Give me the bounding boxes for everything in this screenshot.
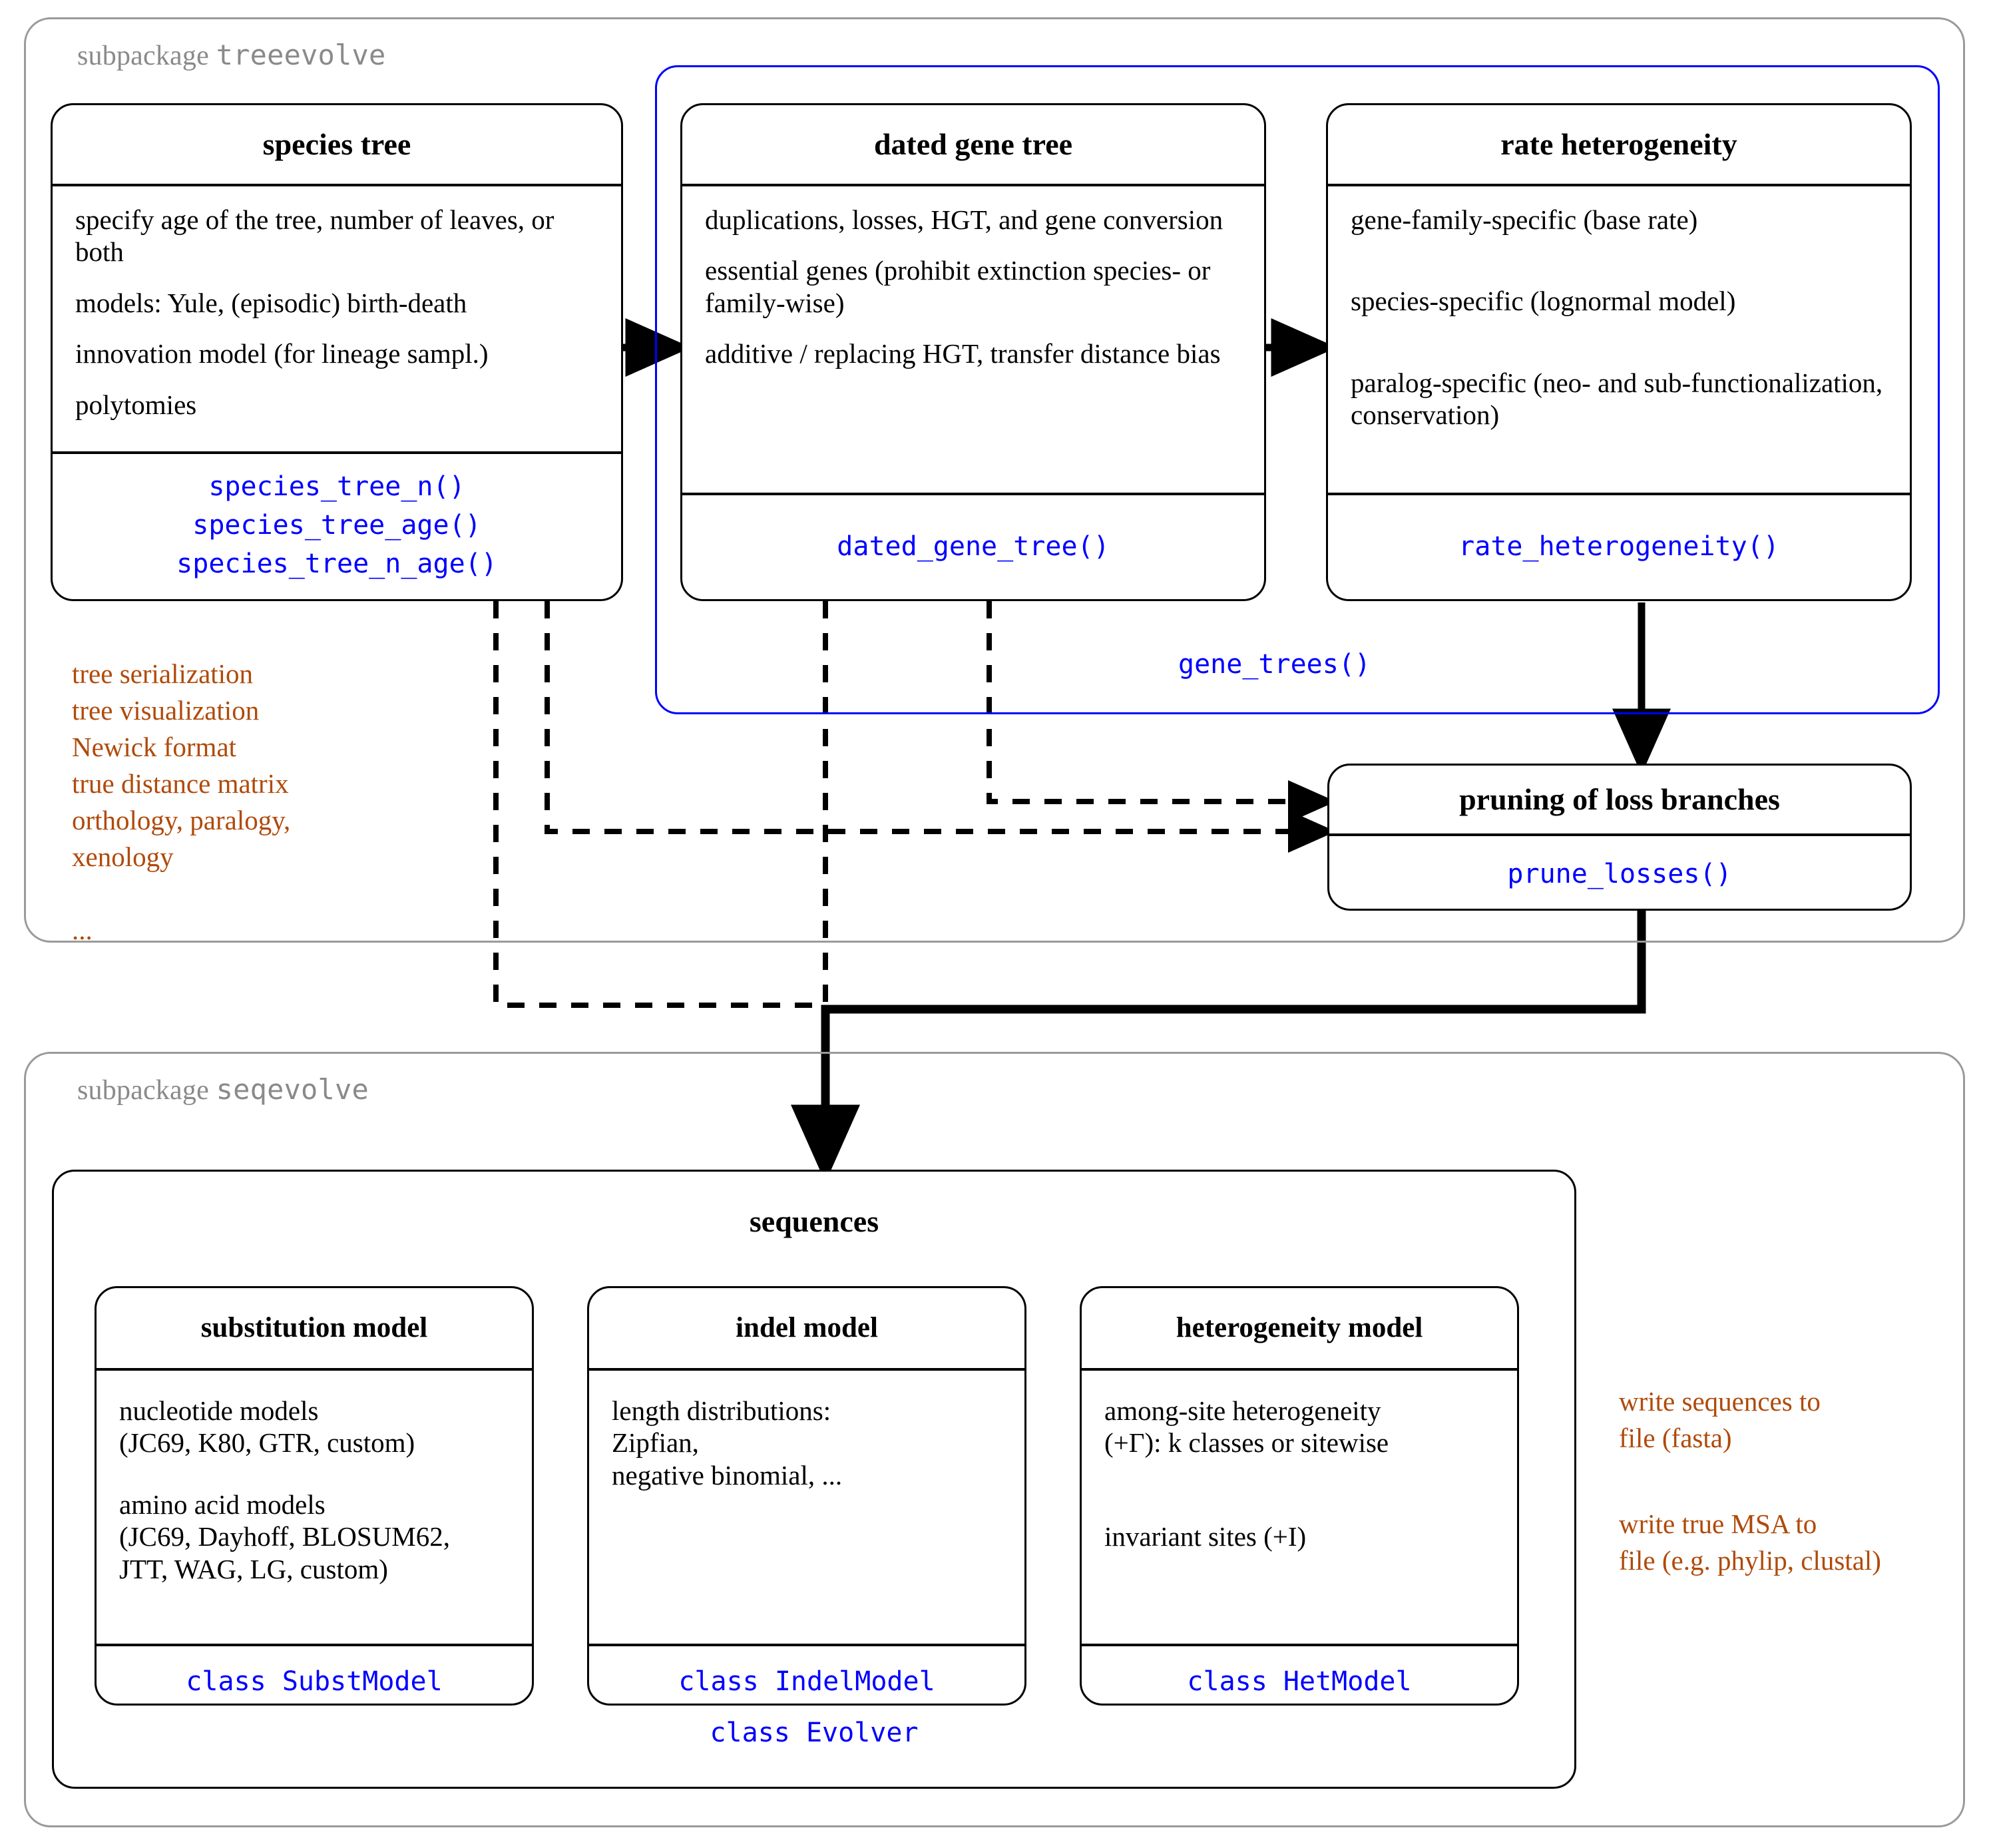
class-box-indel-model[interactable]: indel model length distributions: Zipfia… xyxy=(587,1286,1026,1706)
sequences-title: sequences xyxy=(749,1204,879,1238)
attribute-item: essential genes (prohibit extinction spe… xyxy=(705,255,1211,318)
class-box-substitution-model[interactable]: substitution model nucleotide models (JC… xyxy=(95,1286,534,1706)
heterogeneity-model-class[interactable]: class HetModel xyxy=(1187,1666,1412,1697)
attribute-item: additive / replacing HGT, transfer dista… xyxy=(705,338,1221,369)
attribute-item: models: Yule, (episodic) birth-death xyxy=(75,287,467,318)
attribute-item: length distributions: Zipfian, negative … xyxy=(612,1395,843,1491)
pruning-methods: prune_losses() xyxy=(1329,836,1910,893)
attribute-item: among-site heterogeneity (+Γ): k classes… xyxy=(1104,1395,1389,1459)
indel-model-divider-2 xyxy=(589,1644,1024,1646)
heterogeneity-model-attributes: among-site heterogeneity (+Γ): k classes… xyxy=(1082,1371,1517,1644)
rate-heterogeneity-divider-1 xyxy=(1328,184,1910,186)
class-box-dated-gene-tree[interactable]: dated gene tree duplications, losses, HG… xyxy=(680,103,1266,601)
package-label-name: seqevolve xyxy=(216,1073,369,1106)
package-seqevolve xyxy=(24,1052,1965,1827)
dated-gene-tree-title: dated gene tree xyxy=(873,126,1073,161)
attribute-item: amino acid models (JC69, Dayhoff, BLOSUM… xyxy=(119,1489,450,1584)
method-item[interactable]: species_tree_n() xyxy=(208,471,465,502)
package-label-name: treeevolve xyxy=(216,39,386,71)
species-tree-divider-1 xyxy=(53,184,621,186)
substitution-model-attributes: nucleotide models (JC69, K80, GTR, custo… xyxy=(97,1371,532,1644)
package-label-prefix: subpackage xyxy=(77,1075,209,1106)
method-item[interactable]: species_tree_n_age() xyxy=(176,549,497,579)
species-tree-methods: species_tree_n() species_tree_age() spec… xyxy=(53,454,621,583)
treeevolve-side-note: tree serialization tree visualization Ne… xyxy=(72,658,291,945)
method-item[interactable]: species_tree_age() xyxy=(192,510,481,541)
pruning-title: pruning of loss branches xyxy=(1459,782,1780,816)
class-box-rate-heterogeneity[interactable]: rate heterogeneity gene-family-specific … xyxy=(1326,103,1912,601)
attribute-item: nucleotide models (JC69, K80, GTR, custo… xyxy=(119,1395,415,1459)
species-tree-title: species tree xyxy=(262,126,411,161)
substitution-model-divider-2 xyxy=(97,1644,532,1646)
rate-heterogeneity-title: rate heterogeneity xyxy=(1500,126,1737,161)
method-item[interactable]: rate_heterogeneity() xyxy=(1458,531,1779,562)
package-seqevolve-label: subpackage seqevolve xyxy=(77,1073,369,1106)
method-item[interactable]: dated_gene_tree() xyxy=(837,531,1110,562)
dated-gene-tree-divider-2 xyxy=(682,493,1264,495)
substitution-model-class[interactable]: class SubstModel xyxy=(186,1666,443,1697)
indel-model-divider-1 xyxy=(589,1368,1024,1371)
seqevolve-side-note-msa: write true MSA to file (e.g. phylip, clu… xyxy=(1619,1508,1881,1576)
gene-trees-group xyxy=(655,65,1940,714)
dated-gene-tree-attributes: duplications, losses, HGT, and gene conv… xyxy=(682,186,1264,493)
attribute-item: specify age of the tree, number of leave… xyxy=(75,204,554,268)
attribute-item: polytomies xyxy=(75,389,197,420)
species-tree-attributes: specify age of the tree, number of leave… xyxy=(53,186,621,451)
indel-model-class[interactable]: class IndelModel xyxy=(678,1666,935,1697)
class-box-heterogeneity-model[interactable]: heterogeneity model among-site heterogen… xyxy=(1080,1286,1519,1706)
rate-heterogeneity-methods: rate_heterogeneity() xyxy=(1328,495,1910,566)
heterogeneity-model-divider-1 xyxy=(1082,1368,1517,1371)
heterogeneity-model-title: heterogeneity model xyxy=(1176,1312,1423,1344)
package-label-prefix: subpackage xyxy=(77,41,209,71)
indel-model-attributes: length distributions: Zipfian, negative … xyxy=(589,1371,1024,1644)
dated-gene-tree-methods: dated_gene_tree() xyxy=(682,495,1264,566)
attribute-item: innovation model (for lineage sampl.) xyxy=(75,338,489,369)
attribute-item: paralog-specific (neo- and sub-functiona… xyxy=(1351,367,1883,431)
rate-heterogeneity-divider-2 xyxy=(1328,493,1910,495)
sequences-class-label[interactable]: class Evolver xyxy=(710,1718,919,1748)
class-box-pruning-of-loss-branches[interactable]: pruning of loss branches prune_losses() xyxy=(1327,764,1912,911)
attribute-item: species-specific (lognormal model) xyxy=(1351,286,1736,317)
heterogeneity-model-divider-2 xyxy=(1082,1644,1517,1646)
package-treeevolve-label: subpackage treeevolve xyxy=(77,39,386,72)
method-item[interactable]: prune_losses() xyxy=(1507,859,1732,889)
package-treeevolve xyxy=(24,17,1965,943)
attribute-item: gene-family-specific (base rate) xyxy=(1351,204,1698,235)
dated-gene-tree-divider-1 xyxy=(682,184,1264,186)
substitution-model-title: substitution model xyxy=(200,1312,428,1344)
rate-heterogeneity-attributes: gene-family-specific (base rate) species… xyxy=(1328,186,1910,493)
indel-model-title: indel model xyxy=(736,1312,878,1344)
class-box-species-tree[interactable]: species tree specify age of the tree, nu… xyxy=(51,103,623,601)
substitution-model-divider-1 xyxy=(97,1368,532,1371)
pruning-divider xyxy=(1329,833,1910,836)
seqevolve-side-note-sequences: write sequences to file (fasta) xyxy=(1619,1386,1821,1453)
attribute-item: duplications, losses, HGT, and gene conv… xyxy=(705,204,1223,235)
species-tree-divider-2 xyxy=(53,451,621,454)
attribute-item: invariant sites (+I) xyxy=(1104,1520,1307,1552)
gene-trees-function-label: gene_trees() xyxy=(1178,649,1371,680)
